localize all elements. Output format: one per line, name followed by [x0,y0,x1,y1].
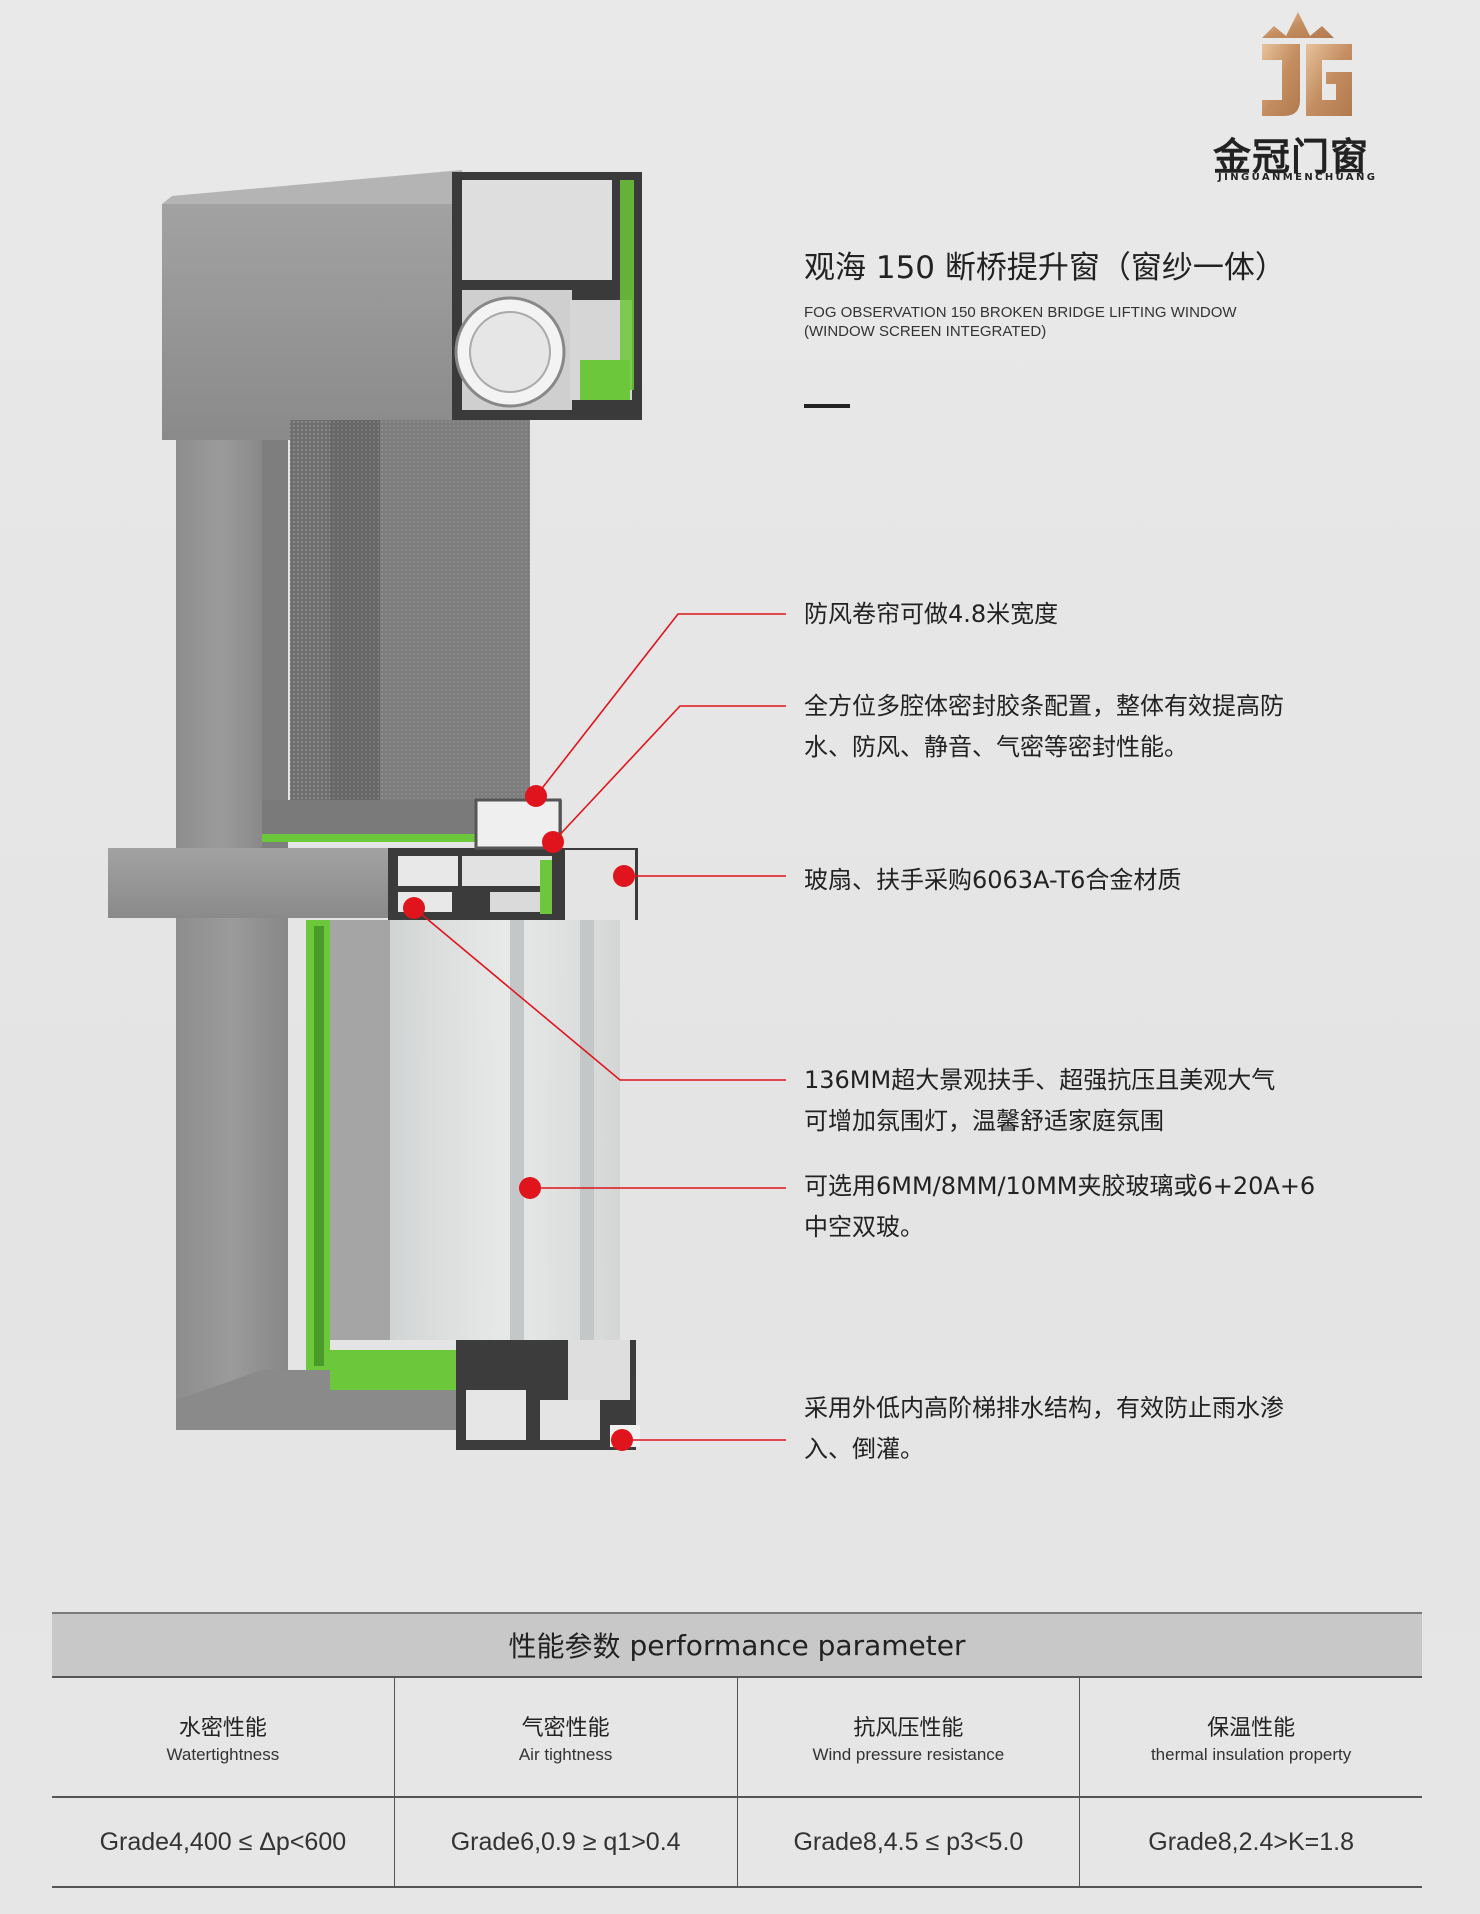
sill-profile-section [456,1340,640,1450]
table-cell: Grade8,2.4>K=1.8 [1148,1827,1354,1856]
product-title: 观海 150 断桥提升窗（窗纱一体） [804,250,1286,286]
roller-screen [290,420,530,800]
handle-profile-section [388,798,638,920]
feature-note-1: 防风卷帘可做4.8米宽度 [804,600,1059,628]
head-profile-section [452,172,642,420]
callouts [413,613,786,1441]
title-divider [804,404,850,408]
callout-dot [403,897,425,919]
performance-table: 性能参数 performance parameter 水密性能 Watertig… [52,1612,1422,1888]
feature-note-3: 玻扇、扶手采购6063A-T6合金材质 [804,866,1182,894]
crown-icon [1262,12,1334,38]
table-cell: 水密性能 Watertightness [52,1678,395,1796]
callout-dot [611,1429,633,1451]
performance-heading: 性能参数 performance parameter [52,1614,1422,1676]
callout-dot [519,1177,541,1199]
window-cross-section-illustration [108,170,786,1451]
table-cell: 抗风压性能 Wind pressure resistance [738,1678,1081,1796]
performance-value-row: Grade4,400 ≤ Δp<600 Grade6,0.9 ≥ q1>0.4 … [52,1798,1422,1886]
product-subtitle: FOG OBSERVATION 150 BROKEN BRIDGE LIFTIN… [804,303,1237,341]
table-cell: Grade8,4.5 ≤ p3<5.0 [738,1798,1081,1886]
feature-note-6: 采用外低内高阶梯排水结构，有效防止雨水渗 入、倒灌。 [804,1394,1284,1463]
table-cell: Grade4,400 ≤ Δp<600 [52,1798,395,1886]
brand-logo [1262,12,1352,116]
callout-dot [525,785,547,807]
table-cell: 气密性能 Air tightness [395,1678,738,1796]
performance-label-row: 水密性能 Watertightness 气密性能 Air tightness 抗… [52,1678,1422,1796]
subtitle-line-1: FOG OBSERVATION 150 BROKEN BRIDGE LIFTIN… [804,304,1237,321]
brand-name-cn: 金冠门窗 [1213,135,1370,179]
feature-note-5: 可选用6MM/8MM/10MM夹胶玻璃或6+20A+6 中空双玻。 [804,1172,1316,1241]
callout-dot [542,831,564,853]
feature-note-2: 全方位多腔体密封胶条配置，整体有效提高防 水、防风、静音、气密等密封性能。 [804,692,1284,761]
feature-note-4: 136MM超大景观扶手、超强抗压且美观大气 可增加氛围灯，温馨舒适家庭氛围 [804,1066,1276,1135]
brand-name-en: JINGUANMENCHUANG [1218,172,1378,183]
subtitle-line-2: (WINDOW SCREEN INTEGRATED) [804,323,1047,340]
table-cell: 保温性能 thermal insulation property [1150,1715,1352,1764]
table-cell: Grade6,0.9 ≥ q1>0.4 [395,1798,738,1886]
callout-dot [613,865,635,887]
